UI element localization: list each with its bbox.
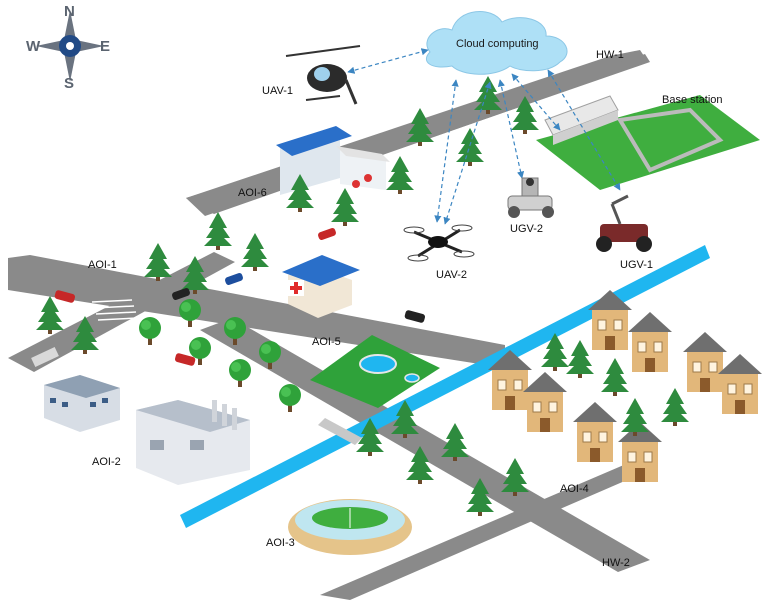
hw1-label: HW-1 <box>596 49 624 61</box>
ugv1-robot-icon <box>596 194 652 252</box>
aoi6-label: AOI-6 <box>238 187 267 199</box>
communication-links <box>347 48 621 225</box>
aoi4-label: AOI-4 <box>560 483 589 495</box>
stadium-aoi3 <box>288 499 412 555</box>
aoi2-label: AOI-2 <box>92 456 121 468</box>
park-aoi5 <box>310 335 440 408</box>
compass-s: S <box>64 75 74 92</box>
compass-e: E <box>100 38 110 55</box>
hospital-aoi6 <box>276 126 390 195</box>
compass-rose <box>36 10 104 82</box>
base-station <box>536 95 760 190</box>
cloud-label: Cloud computing <box>456 38 539 50</box>
aoi3-label: AOI-3 <box>266 537 295 549</box>
cloud-computing <box>425 11 568 75</box>
ugv2-label: UGV-2 <box>510 223 543 235</box>
hw2-label: HW-2 <box>602 557 630 569</box>
crosswalk <box>91 299 139 321</box>
ugv1-label: UGV-1 <box>620 259 653 271</box>
uav2-label: UAV-2 <box>436 269 467 281</box>
uav1-helicopter-icon <box>285 45 361 105</box>
office-aoi2 <box>44 375 120 432</box>
aoi5-label: AOI-5 <box>312 336 341 348</box>
compass-w: W <box>26 38 41 55</box>
uav2-drone-icon <box>403 224 475 262</box>
residential-aoi4 <box>487 289 763 483</box>
cars <box>31 228 426 368</box>
clinic-aoi5 <box>282 255 360 318</box>
road-hw2-branch <box>320 458 650 600</box>
base-station-label: Base station <box>662 94 723 106</box>
river <box>180 245 710 528</box>
bridge <box>318 418 362 445</box>
compass-n: N <box>64 3 75 20</box>
ugv2-robot-icon <box>507 177 554 218</box>
uav1-label: UAV-1 <box>262 85 293 97</box>
factory-aoi2 <box>136 400 250 485</box>
aoi1-label: AOI-1 <box>88 259 117 271</box>
